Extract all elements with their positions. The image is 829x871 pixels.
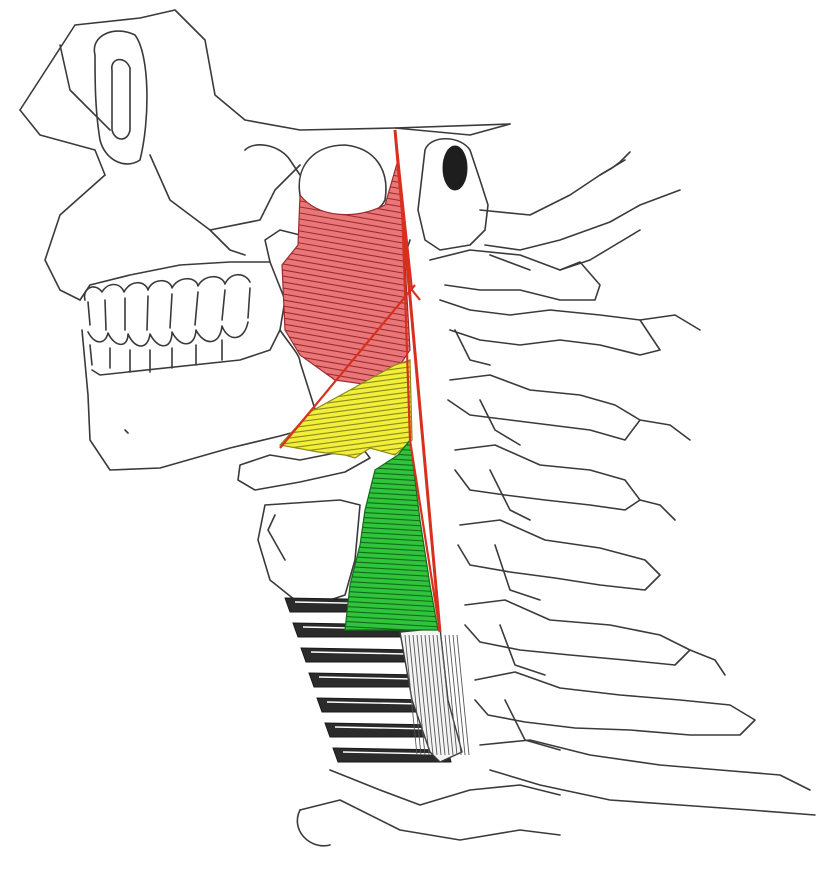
cervical-vertebrae	[430, 230, 815, 815]
trachea-ring	[301, 648, 419, 662]
esophagus	[400, 628, 469, 762]
thyroid-cartilage	[258, 500, 360, 600]
pharyngeal-constrictor-muscles	[260, 140, 460, 698]
clavicle	[297, 770, 560, 846]
